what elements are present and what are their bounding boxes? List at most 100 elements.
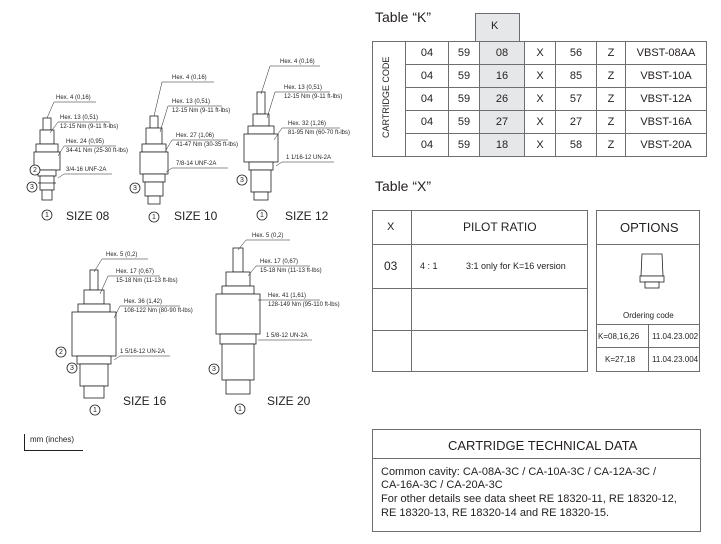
k-cell: Z: [596, 87, 626, 111]
size-label-16: SIZE 16: [123, 394, 167, 408]
cap-option-icon: [639, 253, 665, 289]
port-3: 3: [30, 184, 34, 191]
port-3: 3: [70, 365, 74, 372]
size10-torque2: 12-15 Nm (9-11 ft-lbs): [172, 108, 231, 114]
k-cell-k: 08: [479, 41, 525, 65]
port-1: 1: [45, 212, 49, 219]
port-1: 1: [93, 407, 97, 414]
k-cell-code: VBST-10A: [625, 64, 707, 88]
tech-data-title: CARTRIDGE TECHNICAL DATA: [448, 438, 638, 453]
size08-torque2: 12-15 Nm (9-11 ft-lbs): [60, 124, 119, 130]
port-2: 2: [59, 349, 63, 356]
cartridge-size-10: [139, 115, 169, 205]
size08-hex2: Hex. 13 (0,51): [60, 115, 99, 121]
cartridge-code-label: CARTRIDGE CODE: [381, 56, 391, 138]
k-cell-code: VBST-08AA: [625, 41, 707, 65]
size16-hex2: Hex. 17 (0,67): [116, 269, 155, 275]
options-code-2: 11.04.23.004: [652, 355, 699, 364]
size12-hex3: Hex. 32 (1,26): [288, 121, 327, 127]
port-1: 1: [260, 212, 264, 219]
table-x-title: Table “X”: [375, 178, 432, 194]
port-1: 1: [152, 214, 156, 221]
size20-hex3: Hex. 41 (1,61): [268, 293, 307, 299]
k-cell: X: [524, 110, 556, 134]
k-cell: 59: [448, 133, 480, 157]
table-x-row-code: 03: [384, 259, 398, 273]
tech-data-box: [372, 429, 701, 532]
k-cell: Z: [596, 133, 626, 157]
size20-torque2: 15-18 Nm (11-13 ft-lbs): [260, 268, 322, 274]
k-cell-code: VBST-16A: [625, 110, 707, 134]
size16-hex3: Hex. 36 (1,42): [124, 299, 163, 305]
size16-torque3: 108-122 Nm (80-90 ft-lbs): [124, 308, 193, 314]
k-cell: 56: [555, 41, 597, 65]
port-3: 3: [240, 177, 244, 184]
size10-torque3: 41-47 Nm (30-35 ft-lbs): [176, 142, 239, 148]
k-cell: 04: [405, 64, 449, 88]
table-x-divider: [372, 244, 588, 245]
units-note: mm (inches): [30, 435, 75, 444]
options-divider: [596, 244, 700, 245]
size10-hex1: Hex. 4 (0,16): [172, 75, 207, 81]
size16-thread: 1 5/16-12 UN-2A: [120, 349, 166, 355]
k-cell-k: 27: [479, 110, 525, 134]
size20-hex1: Hex. 5 (0,2): [252, 233, 284, 239]
k-cell: Z: [596, 110, 626, 134]
k-cell: 04: [405, 41, 449, 65]
k-cell: 59: [448, 64, 480, 88]
size-label-20: SIZE 20: [267, 394, 311, 408]
tech-data-line: Common cavity: CA-08A-3C / CA-10A-3C / C…: [381, 466, 657, 478]
options-divider: [648, 324, 649, 372]
tech-data-divider: [372, 458, 701, 459]
table-x-divider: [372, 330, 588, 331]
size08-hex3: Hex. 24 (0,95): [66, 139, 105, 145]
size20-torque3: 128-149 Nm (95-110 ft-lbs): [268, 302, 340, 308]
size12-hex2: Hex. 13 (0,51): [284, 85, 323, 91]
table-x-divider: [372, 288, 588, 289]
port-3: 3: [212, 366, 216, 373]
k-cell: 58: [555, 133, 597, 157]
options-ordering-code: Ordering code: [623, 311, 674, 320]
size16-torque2: 15-18 Nm (11-13 ft-lbs): [116, 278, 178, 284]
k-cell-code: VBST-20A: [625, 133, 707, 157]
size12-torque3: 81-95 Nm (60-70 ft-lbs): [288, 130, 351, 136]
k-cell: 59: [448, 41, 480, 65]
cartridge-size-12: [243, 91, 279, 201]
units-note-bracket: [24, 434, 83, 451]
k-cell-k: 26: [479, 87, 525, 111]
k-cell: X: [524, 64, 556, 88]
cartridge-drawings: [26, 65, 340, 416]
k-cell: 04: [405, 110, 449, 134]
size08-hex1: Hex. 4 (0,16): [56, 95, 91, 101]
port-2: 2: [33, 167, 37, 174]
size-label-10: SIZE 10: [174, 209, 218, 223]
size20-hex2: Hex. 17 (0,67): [260, 259, 299, 265]
options-k-1: K=08,16,26: [598, 332, 640, 341]
k-cell: X: [524, 133, 556, 157]
tech-data-line: CA-16A-3C / CA-20A-3C: [381, 479, 503, 491]
k-cell: X: [524, 41, 556, 65]
size10-thread: 7/8-14 UNF-2A: [176, 161, 217, 167]
options-title: OPTIONS: [620, 220, 679, 235]
cartridge-size-16: [71, 269, 117, 399]
k-cell: Z: [596, 41, 626, 65]
size16-hex1: Hex. 5 (0,2): [106, 252, 138, 258]
table-k-title: Table “K”: [375, 9, 432, 25]
k-cell-k: 16: [479, 64, 525, 88]
k-cell-k: 18: [479, 133, 525, 157]
size12-hex1: Hex. 4 (0,16): [280, 59, 315, 65]
size12-torque2: 12-15 Nm (9-11 ft-lbs): [284, 94, 343, 100]
cartridge-code-cell: CARTRIDGE CODE: [372, 41, 406, 157]
k-cell: 27: [555, 110, 597, 134]
cartridge-size-20: [215, 247, 261, 395]
k-cell: 59: [448, 87, 480, 111]
size-label-12: SIZE 12: [285, 209, 329, 223]
cartridge-size-08: [33, 117, 61, 201]
k-cell: X: [524, 87, 556, 111]
k-cell: 04: [405, 133, 449, 157]
tech-data-line: For other details see data sheet RE 1832…: [381, 493, 677, 505]
k-cell: 04: [405, 87, 449, 111]
k-cell: Z: [596, 64, 626, 88]
k-cell: 59: [448, 110, 480, 134]
size08-thread: 3/4-16 UNF-2A: [66, 167, 107, 173]
